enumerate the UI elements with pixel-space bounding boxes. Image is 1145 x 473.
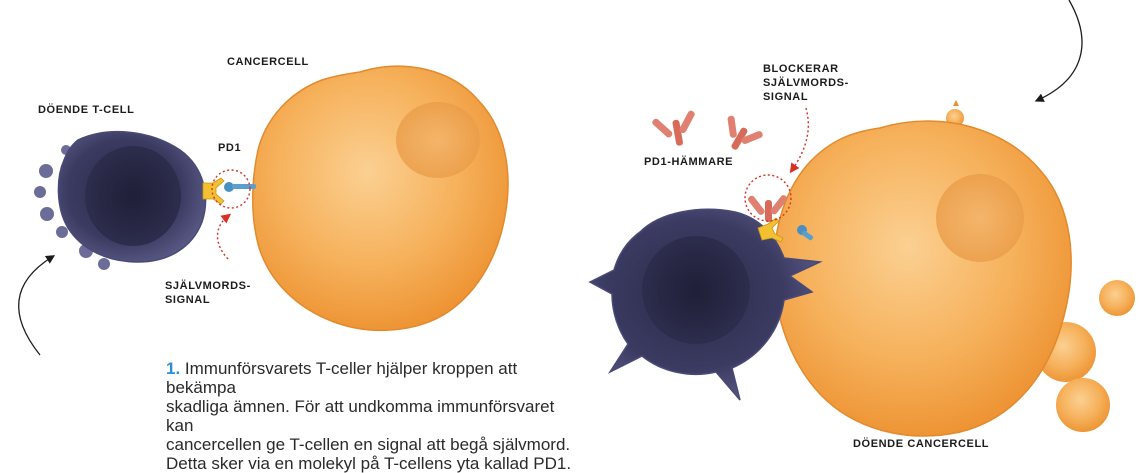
label-dying-t-cell: DÖENDE T-CELL — [38, 104, 134, 117]
label-pd1: PD1 — [218, 142, 241, 155]
t-cell-nucleus — [85, 146, 181, 246]
dying-cancer-cell — [774, 100, 1135, 436]
dying-cancer-nucleus — [936, 174, 1024, 262]
label-suicide-signal-line2: SIGNAL — [165, 294, 210, 307]
pd1-receptor-binding — [203, 178, 256, 204]
spiky-t-cell-nucleus — [642, 236, 750, 344]
label-blocks-line2: SJÄLVMORDS- — [763, 77, 849, 90]
caption-number: 1. — [166, 359, 180, 378]
caption-line1: Immunförsvarets T-celler hjälper kroppen… — [166, 359, 517, 397]
caption-line2: skadliga ämnen. För att undkomma immunfö… — [166, 397, 554, 435]
label-cancer-cell: CANCERCELL — [227, 56, 309, 69]
caption: 1. Immunförsvarets T-celler hjälper krop… — [166, 359, 586, 473]
label-blocks-line3: SIGNAL — [763, 91, 808, 104]
dying-t-cell — [34, 132, 206, 270]
label-pd1-inhibitor: PD1-HÄMMARE — [644, 156, 733, 169]
label-blocks-line1: BLOCKERAR — [763, 63, 839, 76]
cancer-cell — [253, 66, 508, 330]
label-dying-cancer-cell: DÖENDE CANCERCELL — [853, 438, 989, 451]
top-pointer-arrow — [1038, 0, 1082, 100]
blocks-signal-pointer — [792, 108, 808, 170]
caption-pointer-arrow — [19, 257, 52, 355]
caption-line3: cancercellen ge T-cellen en signal att b… — [166, 435, 570, 454]
suicide-signal-pointer — [218, 216, 229, 259]
caption-line4: Detta sker via en molekyl på T-cellens y… — [166, 454, 571, 473]
label-suicide-signal-line1: SJÄLVMORDS- — [165, 280, 251, 293]
cancer-nucleus — [396, 102, 480, 178]
